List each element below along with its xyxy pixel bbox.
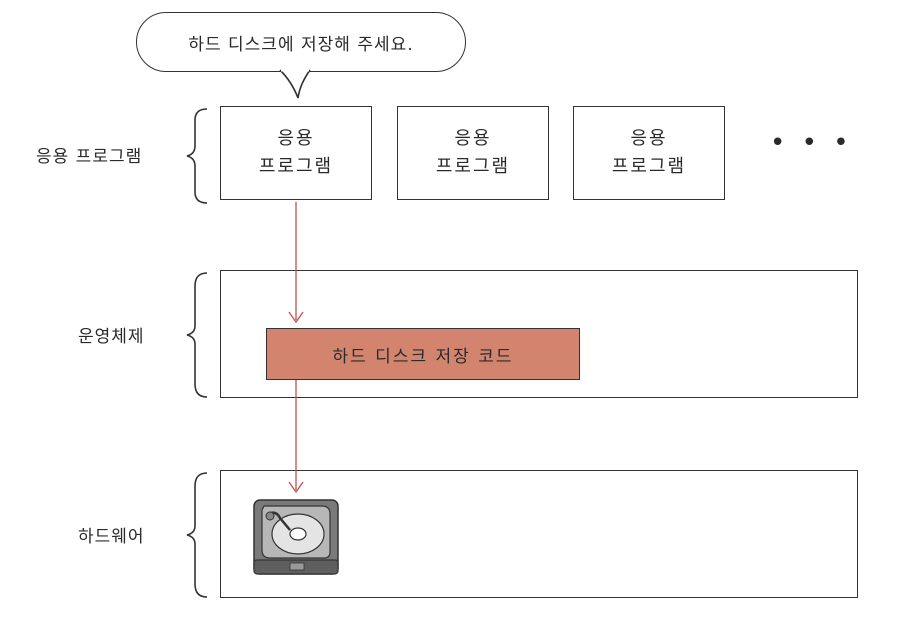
arrow-app-to-os-head [288, 311, 304, 324]
brace-app [186, 108, 208, 204]
hard-disk-icon [253, 499, 339, 575]
speech-bubble-tail [279, 68, 311, 99]
brace-os [186, 272, 208, 398]
app-box-3-line2: 프로그램 [611, 156, 687, 177]
app-box-1-line2: 프로그램 [258, 156, 334, 177]
app-box-1-line1: 응용 [277, 128, 315, 149]
speech-bubble-text: 하드 디스크에 저장해 주세요. [188, 34, 414, 55]
layer-label-os: 운영체제 [78, 327, 145, 347]
layer-label-app: 응용 프로그램 [36, 147, 143, 167]
app-box-1: 응용 프로그램 [220, 106, 372, 200]
disk-write-code-label: 하드 디스크 저장 코드 [332, 346, 514, 367]
app-box-3-line1: 응용 [630, 128, 668, 149]
speech-bubble: 하드 디스크에 저장해 주세요. [136, 12, 466, 72]
layer-label-hw: 하드웨어 [78, 527, 145, 547]
disk-write-code-box: 하드 디스크 저장 코드 [266, 328, 580, 380]
app-box-2-line2: 프로그램 [435, 156, 511, 177]
app-box-3: 응용 프로그램 [573, 106, 725, 200]
brace-hw [186, 472, 208, 598]
more-apps-ellipsis: • • • [770, 128, 853, 158]
arrow-os-to-hw-head [288, 481, 304, 494]
app-box-2: 응용 프로그램 [397, 106, 549, 200]
app-box-2-line1: 응용 [454, 128, 492, 149]
